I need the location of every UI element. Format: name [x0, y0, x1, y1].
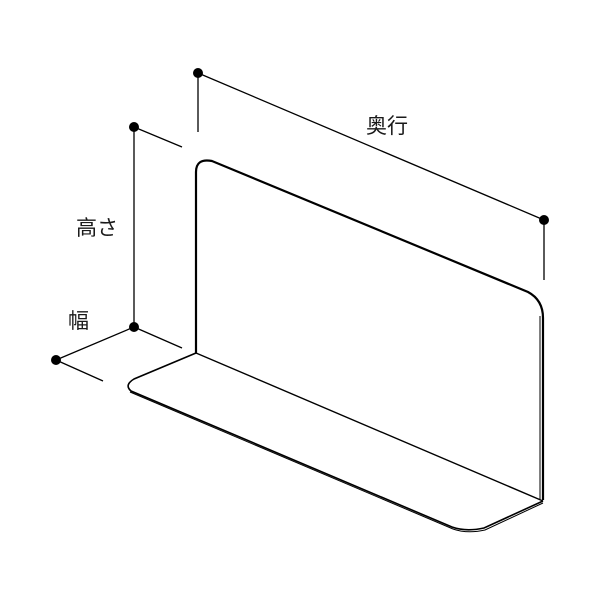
vertical-panel [194, 159, 545, 500]
width-dimension [55, 326, 135, 382]
depth-end-dot [539, 215, 549, 225]
depth-label: 奥行 [366, 114, 408, 138]
width-label: 幅 [68, 309, 89, 333]
base-plate [127, 352, 544, 533]
height-label: 高さ [76, 216, 118, 240]
depth-dimension [197, 72, 545, 280]
height-dimension [133, 126, 183, 349]
depth-start-dot [193, 68, 203, 78]
width-end-dot [51, 355, 61, 365]
height-top-dot [129, 122, 139, 132]
